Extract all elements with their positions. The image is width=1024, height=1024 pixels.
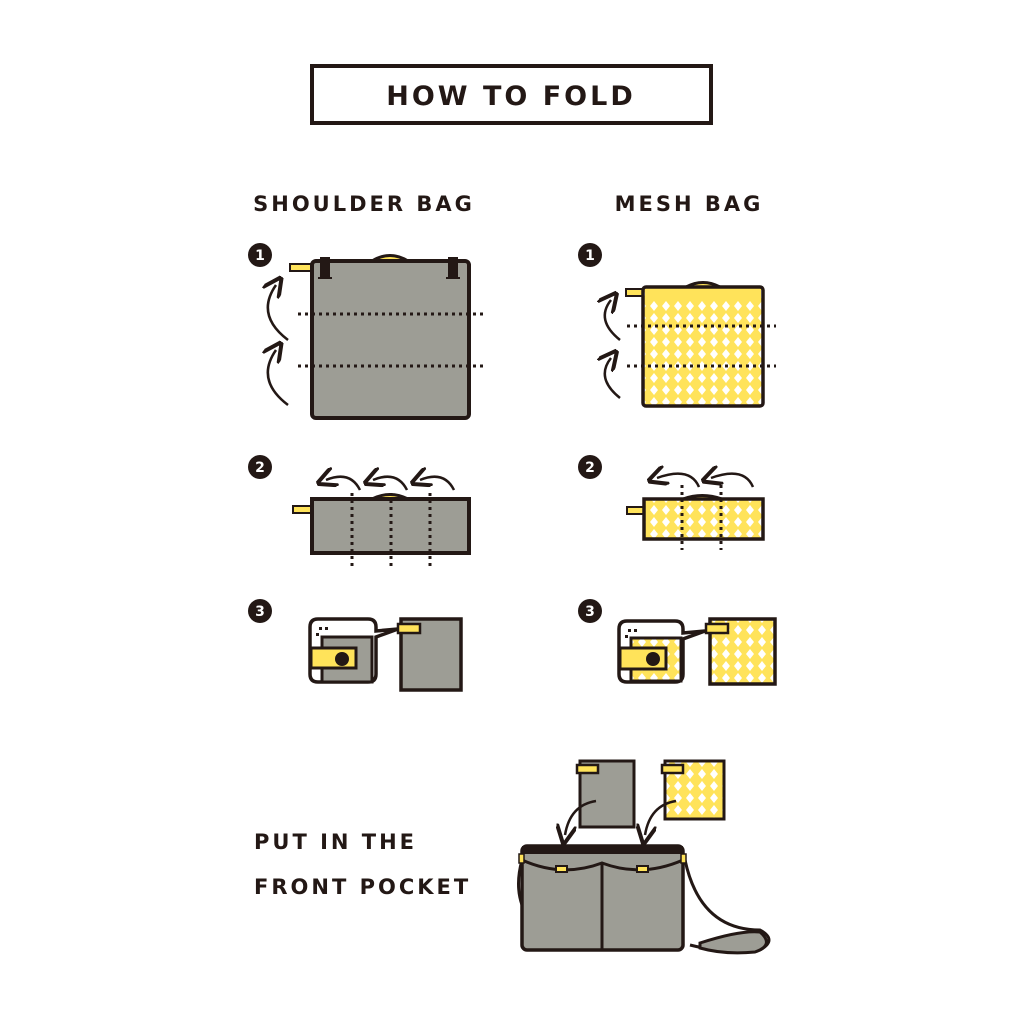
step-badge: [578, 599, 602, 623]
final-bag-illustration: [517, 759, 771, 955]
zipper-tab: [292, 505, 313, 514]
fold-left-arrow-icon: [657, 474, 701, 488]
final-instruction-line-2: FRONT POCKET: [254, 875, 471, 899]
yellow-tab: [396, 622, 422, 635]
step-number: 1: [255, 248, 265, 264]
buckle-icon: [318, 257, 332, 279]
fold-left-arrow-icon: [420, 477, 456, 491]
fold-left-arrow-icon: [373, 477, 409, 491]
yellow-tab: [704, 622, 730, 635]
final-instruction-line-1: PUT IN THE: [254, 830, 417, 854]
step-badge: [248, 243, 272, 267]
fold-up-arrow-icon: [268, 350, 289, 406]
snap-button-icon: [646, 652, 660, 666]
buckle-icon: [446, 257, 460, 279]
insert-arrow-icon: [645, 799, 677, 835]
step-badge: [578, 243, 602, 267]
page-title: HOW TO FOLD: [386, 81, 636, 112]
step-number: 1: [585, 248, 595, 264]
zipper-tab: [625, 288, 644, 297]
zipper-tab: [626, 506, 645, 515]
heading-mesh-bag: MESH BAG: [615, 192, 764, 216]
step-number: 2: [255, 460, 265, 476]
mesh-bag-body: [641, 285, 765, 408]
yellow-tab: [660, 763, 685, 775]
yellow-tab: [575, 763, 600, 775]
shoulder-step-3: 3: [248, 599, 463, 692]
zipper-tab: [289, 263, 313, 272]
step-badge: [578, 455, 602, 479]
fold-left-arrow-icon: [711, 474, 755, 488]
title-box: [310, 64, 713, 125]
folded-mesh-bag: [642, 497, 765, 541]
step-badge: [248, 599, 272, 623]
step-number: 2: [585, 460, 595, 476]
fold-up-arrow-icon: [605, 358, 621, 399]
fold-left-arrow-icon: [326, 477, 362, 491]
folded-shoulder-pouch: [578, 759, 636, 829]
mesh-step-1: 1: [578, 243, 776, 408]
mesh-step-2: 2: [578, 455, 765, 550]
step-number: 3: [255, 604, 265, 620]
shoulder-step-1: 1: [248, 243, 484, 420]
snap-button-icon: [335, 652, 349, 666]
yellow-strap-detail: [309, 646, 358, 670]
shoulder-step-2: 2: [248, 455, 471, 568]
shoulder-bag-body: [310, 259, 471, 420]
fold-up-arrow-icon: [605, 300, 621, 341]
step-number: 3: [585, 604, 595, 620]
heading-shoulder-bag: SHOULDER BAG: [253, 192, 475, 216]
insert-arrow-icon: [565, 799, 597, 835]
fold-up-arrow-icon: [268, 285, 289, 341]
step-badge: [248, 455, 272, 479]
mesh-step-3: 3: [578, 599, 777, 686]
